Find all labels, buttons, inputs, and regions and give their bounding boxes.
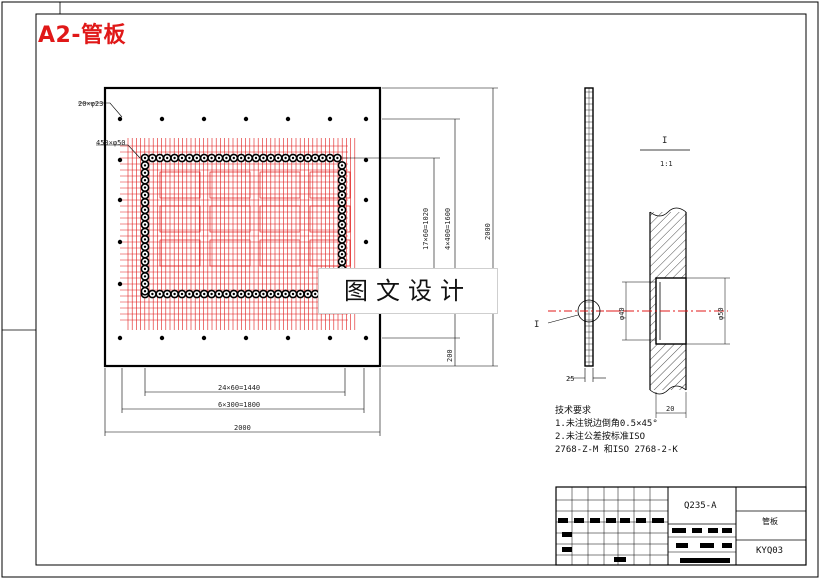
dim-2000-h: 2000	[234, 424, 251, 432]
tube-hole-field	[120, 138, 356, 330]
detail-i-view	[606, 149, 730, 418]
notes-line-3: 2768-Z-M 和ISO 2768-2-K	[555, 445, 678, 455]
dim-2000-v: 2000	[484, 223, 492, 240]
dim-6x300: 6×300=1800	[218, 401, 260, 409]
dim-17x60: 17×60=1020	[422, 208, 430, 250]
title-block-drawing-no: KYQ03	[756, 546, 784, 556]
bolt-holes	[117, 116, 369, 341]
notes-heading: 技术要求	[555, 406, 592, 416]
tubesheet-outline	[103, 86, 382, 368]
dim-24x60: 24×60=1440	[218, 384, 260, 392]
detail-length: 20	[666, 405, 674, 413]
dim-200: 200	[446, 349, 454, 362]
sheet-title: A2-管板	[38, 23, 126, 48]
tubesheet-side-view	[547, 87, 630, 382]
tubesheet-front-view	[103, 86, 382, 368]
watermark-label: 图文设计	[318, 268, 498, 314]
section-mark-i: I	[534, 320, 539, 330]
title-block-filled-cells	[558, 518, 732, 563]
detail-label: I	[662, 136, 667, 146]
detail-d50: φ50	[717, 307, 725, 320]
side-thickness-label: 25	[566, 375, 574, 383]
holes-small-label: 20×φ23	[78, 100, 103, 108]
notes-line-1: 1.未注锐边倒角0.5×45°	[555, 419, 658, 429]
notes-line-2: 2.未注公差按标准ISO	[555, 432, 646, 442]
dim-4x400: 4×400=1600	[444, 208, 452, 250]
inner-border	[35, 13, 807, 566]
detail-scale: 1:1	[660, 160, 673, 168]
dimension-lines	[78, 87, 498, 436]
holes-tube-label: 450×φ50	[96, 139, 126, 147]
title-block-part-name: 管板	[762, 517, 778, 526]
detail-d40: φ40	[618, 307, 626, 320]
title-block-material: Q235-A	[684, 501, 717, 511]
